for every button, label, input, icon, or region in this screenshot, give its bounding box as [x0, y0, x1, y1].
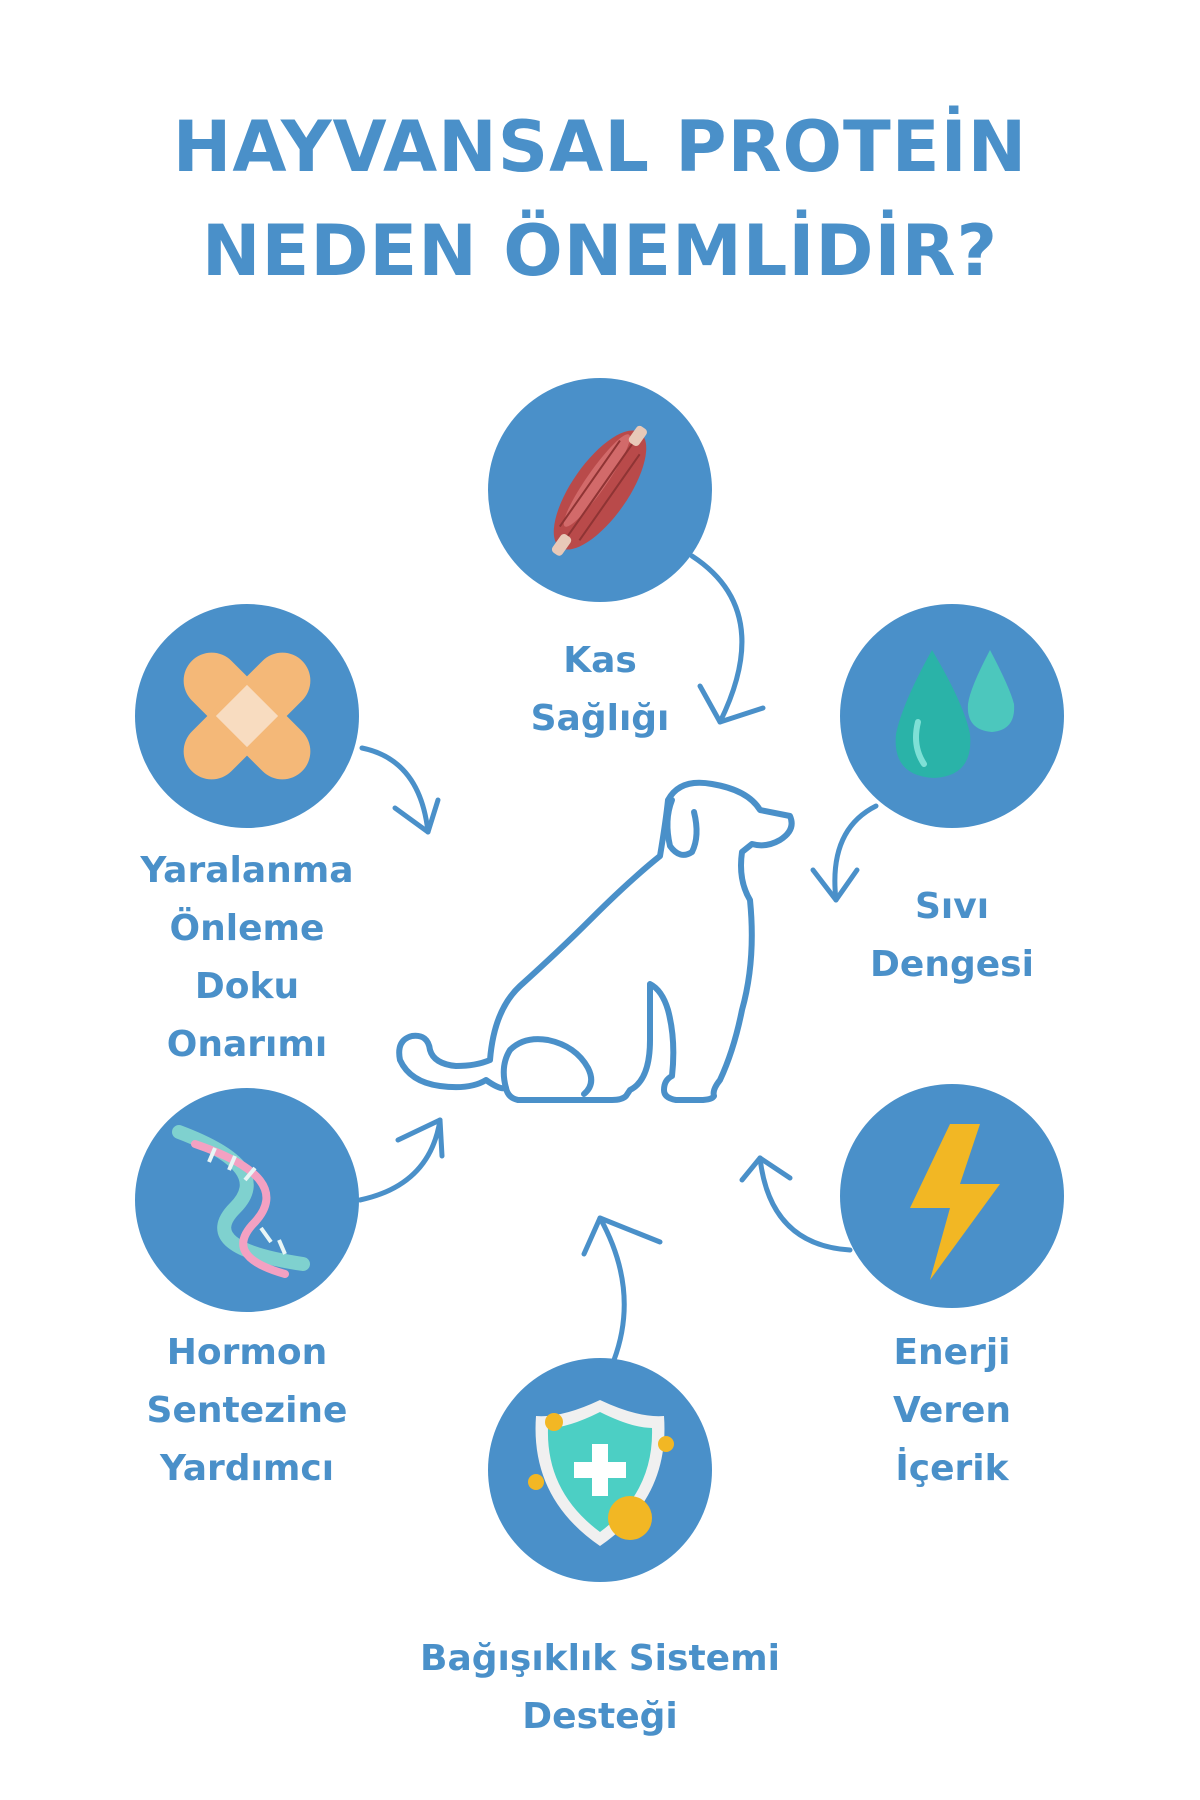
label-line: Dengesi — [870, 944, 1034, 985]
benefit-label-bagisiklik: Bağışıklık Sistemi Desteği — [350, 1630, 850, 1746]
label-line: Bağışıklık Sistemi — [420, 1638, 780, 1679]
dna-icon — [172, 1125, 310, 1278]
arrow-kas — [689, 553, 745, 725]
benefit-circle-hormon — [135, 1088, 359, 1312]
label-line: Önleme — [169, 908, 325, 949]
benefit-circle-sivi — [840, 604, 1064, 828]
page-title: HAYVANSAL PROTEİN NEDEN ÖNEMLİDİR? — [0, 95, 1200, 303]
benefit-circle-bagisiklik — [488, 1358, 712, 1582]
label-line: Enerji — [893, 1332, 1011, 1373]
arrow-bagisiklik-head — [581, 1215, 663, 1257]
benefit-circle-yaralanma — [135, 604, 359, 828]
benefit-label-hormon: Hormon Sentezine Yardımcı — [92, 1324, 402, 1498]
arrow-kas-head — [697, 683, 766, 725]
arrow-sivi-head — [810, 867, 860, 903]
arrow-bagisiklik — [597, 1215, 627, 1363]
benefit-label-sivi: Sıvı Dengesi — [812, 878, 1092, 994]
arrow-hormon — [357, 1117, 443, 1203]
arrow-sivi — [832, 803, 879, 903]
label-line: Sentezine — [146, 1390, 348, 1431]
label-line: Hormon — [166, 1332, 328, 1373]
label-line: Onarımı — [166, 1024, 328, 1065]
benefit-label-kas: Kas Sağlığı — [480, 632, 720, 748]
lightning-icon — [910, 1124, 1000, 1280]
benefit-label-yaralanma: Yaralanma Önleme Doku Onarımı — [92, 842, 402, 1074]
label-line: Yardımcı — [159, 1448, 335, 1489]
title-line-1: HAYVANSAL PROTEİN — [172, 106, 1028, 188]
arrow-yaralanma — [359, 745, 431, 835]
water-drops-icon — [895, 650, 1015, 778]
benefit-label-enerji: Enerji Veren İçerik — [812, 1324, 1092, 1498]
benefit-circle-enerji — [840, 1084, 1064, 1308]
label-line: Sıvı — [914, 886, 990, 927]
shield-icon — [528, 1400, 674, 1546]
label-line: Desteği — [522, 1696, 678, 1737]
label-line: Sağlığı — [530, 698, 670, 739]
label-line: Veren — [892, 1390, 1012, 1431]
benefit-circle-kas — [488, 378, 712, 602]
arrow-enerji — [757, 1155, 853, 1253]
label-line: Yaralanma — [140, 850, 354, 891]
dog-icon — [396, 779, 795, 1103]
arrow-enerji-head — [739, 1155, 793, 1183]
label-line: Kas — [563, 640, 637, 681]
arrow-hormon-head — [395, 1117, 445, 1159]
label-line: Doku — [194, 966, 300, 1007]
bandage-icon — [183, 652, 311, 780]
title-line-2: NEDEN ÖNEMLİDİR? — [201, 210, 999, 292]
label-line: İçerik — [895, 1448, 1009, 1489]
arrow-yaralanma-head — [392, 797, 441, 835]
muscle-icon — [551, 425, 647, 556]
